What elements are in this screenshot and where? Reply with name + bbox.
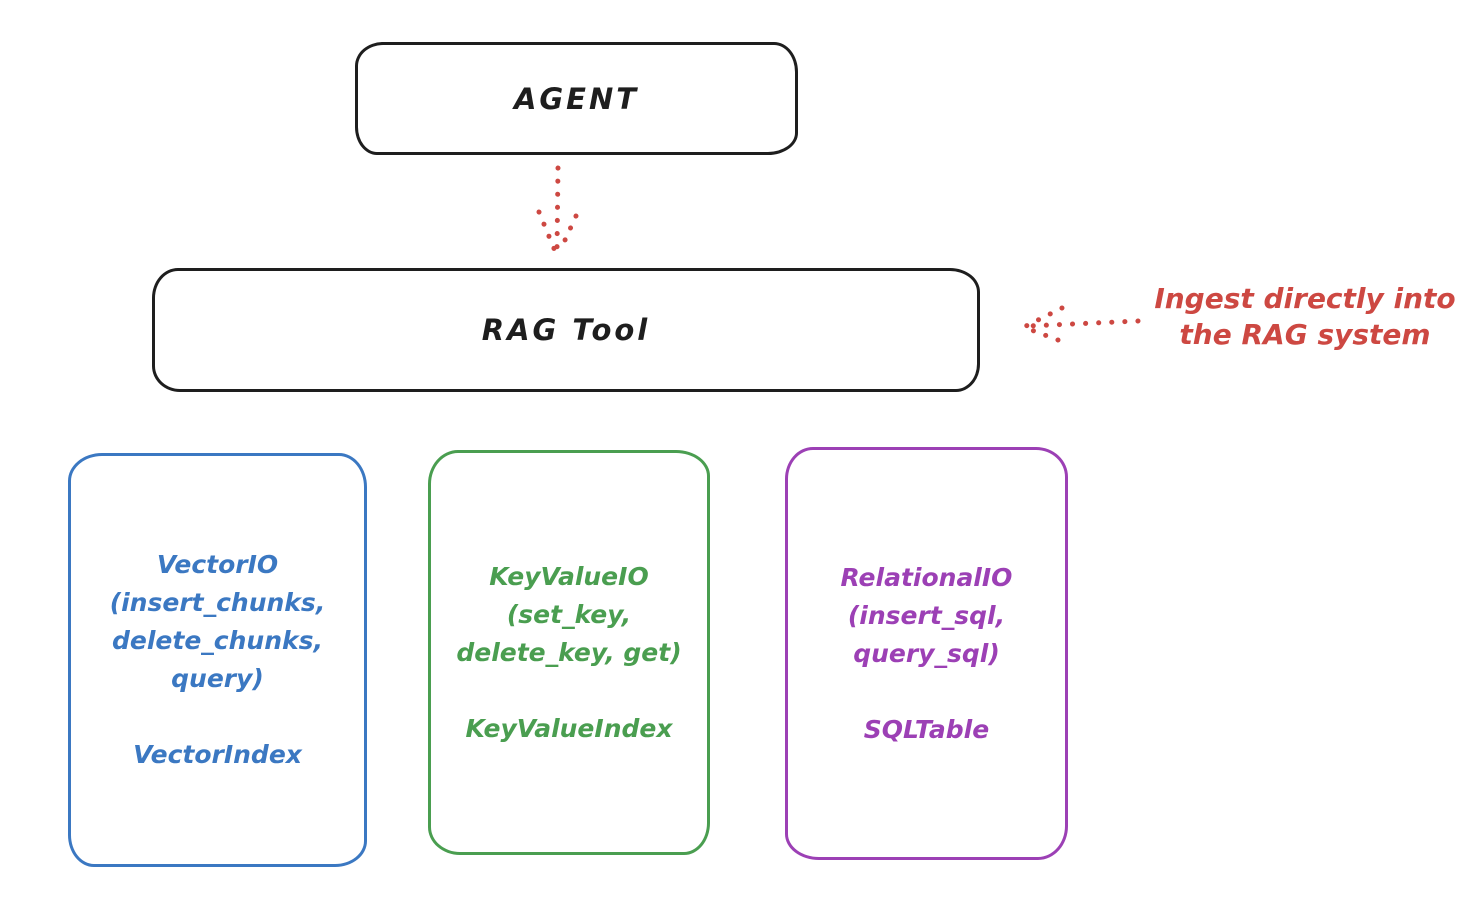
keyvalueio-line: (set_key, bbox=[506, 599, 632, 629]
keyvalueio-line: KeyValueIO bbox=[489, 561, 649, 591]
relationalio-index-label: SQLTable bbox=[863, 714, 990, 744]
relationalio-line: RelationalIO bbox=[840, 562, 1013, 592]
ingest-annotation-line2: the RAG system bbox=[1179, 318, 1431, 351]
vectorio-line: (insert_chunks, bbox=[109, 588, 326, 617]
agent-to-ragtool-arrow bbox=[536, 165, 579, 254]
agent-box: AGENT bbox=[355, 42, 798, 155]
rag-tool-box: RAG Tool bbox=[152, 268, 980, 392]
vectorio-line: query) bbox=[171, 664, 264, 693]
relationalio-box: RelationalIO (insert_sql, query_sql) SQL… bbox=[785, 447, 1068, 860]
rag-tool-label: RAG Tool bbox=[481, 313, 651, 347]
vectorio-line: VectorIO bbox=[156, 550, 279, 579]
vectorio-box: VectorIO (insert_chunks, delete_chunks, … bbox=[68, 453, 367, 867]
ingest-annotation-line1: Ingest directly into bbox=[1154, 282, 1456, 315]
annotation-to-ragtool-arrow bbox=[1023, 305, 1141, 343]
vectorio-index-label: VectorIndex bbox=[133, 740, 302, 769]
keyvalueio-index-label: KeyValueIndex bbox=[465, 713, 673, 743]
relationalio-line: (insert_sql, bbox=[847, 600, 1006, 630]
keyvalueio-box: KeyValueIO (set_key, delete_key, get) Ke… bbox=[428, 450, 710, 855]
relationalio-line: query_sql) bbox=[853, 638, 1000, 668]
agent-label: AGENT bbox=[513, 81, 640, 116]
vectorio-line: delete_chunks, bbox=[112, 626, 323, 655]
ingest-annotation: Ingest directly into the RAG system bbox=[1125, 281, 1484, 353]
keyvalueio-line: delete_key, get) bbox=[456, 637, 682, 667]
